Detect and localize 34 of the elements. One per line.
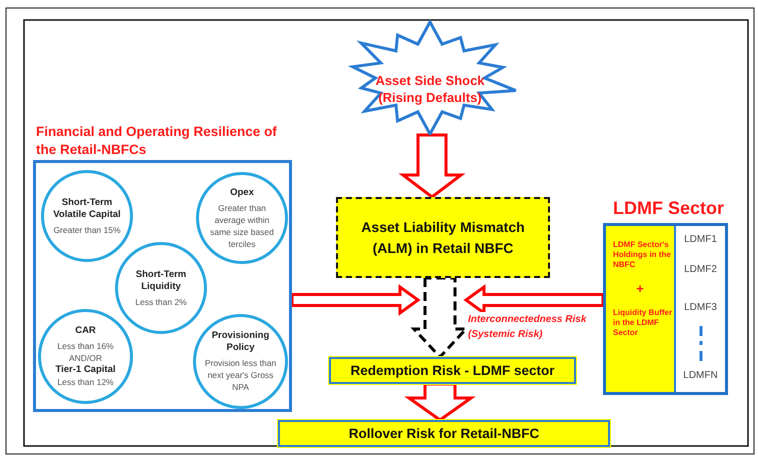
fund-name: LDMF1 (683, 234, 718, 245)
circle-text: Less than 2% (134, 296, 188, 308)
circle-title: Provisioning Policy (210, 330, 270, 354)
process-box (329, 357, 576, 384)
group-heading: LDMF Sector (612, 199, 725, 217)
process-box (336, 197, 550, 278)
circle-title: Short-Term Volatile Capital (52, 196, 122, 220)
process-box (278, 420, 610, 447)
block-arrow (290, 284, 421, 316)
box-label: Asset Liability Mismatch (ALM) in Retail NBFC (360, 218, 526, 258)
box-label: Rollover Risk for Retail-NBFC (348, 426, 540, 441)
circle-title: Opex (229, 186, 255, 198)
group-heading: Financial and Operating Resilience of the Retail-NBFCs (36, 123, 278, 159)
circle-text: Greater than average within same size based terciles (209, 202, 275, 250)
fund-name: LDMF3 (683, 302, 718, 313)
circle-text: Provision less than next year's Gross NPA (204, 357, 278, 393)
circle-title: Tier-1 Capital (54, 364, 116, 376)
panel-text: + (635, 284, 645, 294)
circle-text: Greater than 15% (52, 224, 122, 236)
panel-text: LDMF Sector's Holdings in the NBFC (612, 240, 672, 270)
box-label: Redemption Risk - LDMF sector (350, 363, 555, 378)
holdings-panel (606, 226, 676, 392)
panel-text: Liquidity Buffer in the LDMF Sector (612, 308, 673, 338)
criterion-circle (115, 242, 207, 334)
block-arrow (398, 134, 466, 199)
circle-title: CAR (74, 325, 97, 337)
block-arrow (404, 382, 476, 422)
circle-text: AND/OR (68, 352, 104, 364)
circle-text: Less than 16% (56, 340, 115, 352)
shock-label: Asset Side Shock (Rising Defaults) (374, 72, 486, 106)
fund-name: LDMFN (682, 370, 719, 381)
circle-title: Short-Term Liquidity (134, 268, 188, 292)
circle-text: Less than 12% (56, 376, 115, 388)
fund-name: LDMF2 (683, 264, 718, 275)
